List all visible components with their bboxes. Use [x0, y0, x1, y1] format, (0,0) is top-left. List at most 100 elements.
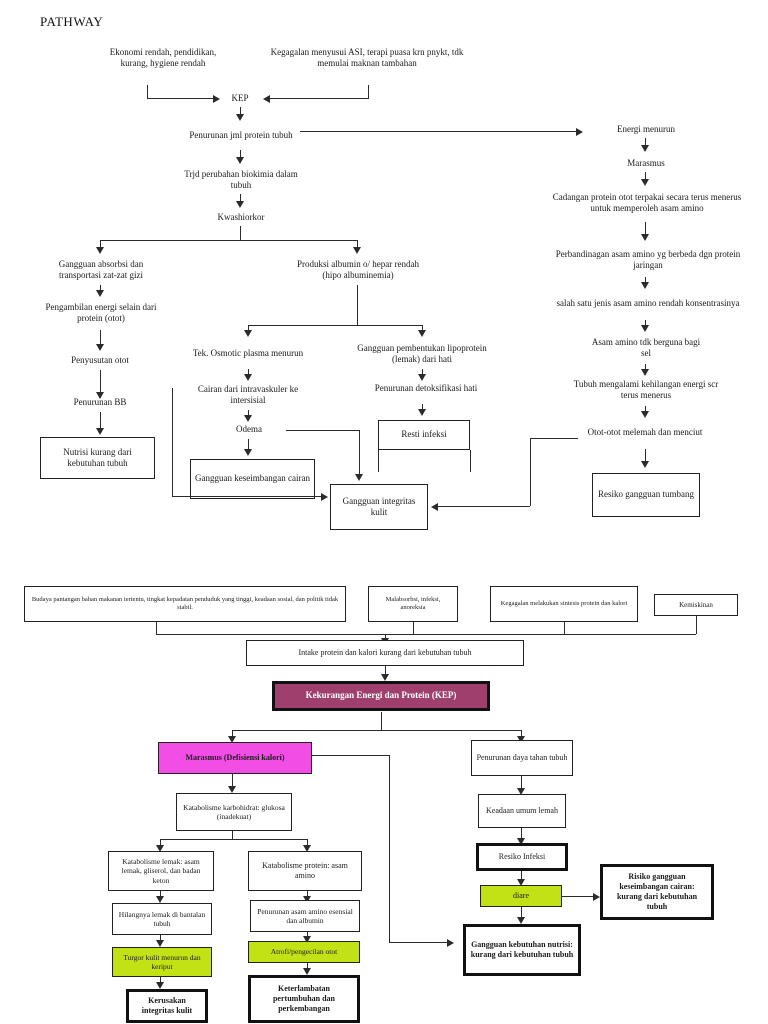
connector-salahsatu-down	[645, 320, 646, 328]
connector-energi-down	[645, 138, 646, 148]
node-resti-infeksi: Resti infeksi	[378, 420, 470, 450]
node-budaya-pantangan: Budaya pantangan bahan makanan tertentu,…	[24, 586, 346, 622]
node-asam-amino-tdk-berguna: Asam amino tdk berguna bagi sel	[591, 336, 701, 358]
connector-daya-tahan-down	[521, 776, 522, 792]
connector-asi-horiz	[270, 98, 368, 99]
connector-albumin-right-down	[422, 325, 423, 333]
node-tek-osmotic-plasma: Tek. Osmotic plasma menurun	[192, 348, 304, 359]
arrowhead-kulit-from-left	[321, 493, 328, 501]
connector-odema-right	[286, 430, 360, 431]
page-title: PATHWAY	[40, 14, 104, 29]
arrowhead-produksi-albumin	[353, 247, 361, 254]
arrowhead-hilangnya-lemak	[156, 896, 164, 903]
node-penurunan-asam-amino: Penurunan asam amino esensial dan albumi…	[250, 900, 360, 932]
connector-karbo-left	[160, 839, 161, 847]
arrowhead-kep-bottom	[381, 674, 389, 681]
connector-budaya-down	[156, 622, 157, 634]
connector-intake-down	[385, 666, 386, 678]
node-gangguan-integritas-kulit: Gangguan integritas kulit	[330, 484, 428, 530]
connector-left-bracket-horiz	[172, 496, 322, 497]
node-gangguan-keseimbangan-cairan: Gangguan keseimbangan cairan	[190, 459, 315, 499]
arrowhead-salah-satu-jenis	[641, 282, 649, 289]
arrowhead-keadaan-umum	[517, 788, 525, 795]
connector-otot-left	[530, 438, 578, 439]
connector-ekonomi-horiz	[147, 98, 217, 99]
arrowhead-resiko-tumbang	[641, 461, 649, 468]
arrowhead-katabolisme-karbo	[228, 786, 236, 793]
connector-otot-down	[645, 449, 646, 463]
connector-cadangan-down	[645, 222, 646, 236]
connector-protein-down-2	[307, 891, 308, 899]
connector-left-bracket-vert	[172, 388, 173, 496]
node-marasmus-top: Marasmus	[627, 158, 665, 169]
arrowhead-gangguan-lipoprotein	[418, 330, 426, 337]
connector-odema-to-kulit-vert	[359, 430, 360, 476]
connector-sintesis-down	[564, 622, 565, 634]
connector-kwashiorkor-left-down	[100, 240, 101, 250]
arrowhead-resti-infeksi	[418, 409, 426, 416]
arrowhead-resiko-infeksi	[517, 838, 525, 845]
arrowhead-cadangan-protein	[641, 179, 649, 186]
connector-osmotic-down	[248, 369, 249, 377]
arrowhead-turgor-kulit	[156, 940, 164, 947]
node-kegagalan-sintesis: Kegagalan melakukan sintesis protein dan…	[490, 586, 638, 622]
connector-albumin-left-down	[248, 325, 249, 333]
node-hilangnya-lemak: Hilangnya lemak di bantalan tubuh	[112, 903, 212, 935]
arrowhead-penurunan-bb	[96, 392, 104, 399]
connector-kemiskinan-down	[696, 616, 697, 634]
connector-otot-left-vert	[530, 438, 531, 506]
arrowhead-perbandingan	[641, 234, 649, 241]
connector-resti-left-down	[378, 450, 379, 472]
node-odema: Odema	[236, 424, 262, 435]
connector-resiko-infeksi-down	[521, 871, 522, 883]
arrowhead-keterlambatan	[303, 968, 311, 975]
arrowhead-katabolisme-lemak	[156, 845, 164, 852]
connector-karbo-split	[160, 839, 308, 840]
node-penyusutan-otot: Penyusutan otot	[71, 355, 129, 366]
connector-kepbottom-split	[232, 730, 522, 731]
node-salah-satu-jenis-asam-amino: salah satu jenis asam amino rendah konse…	[556, 298, 740, 309]
node-produksi-albumin: Produksi albumin o/ hepar rendah (hipo a…	[297, 258, 419, 280]
node-cairan-intravaskuler: Cairan dari intravaskuler ke intersisial	[197, 383, 299, 405]
connector-kwashiorkor-split	[100, 240, 358, 241]
connector-kehilangan-down	[645, 406, 646, 414]
node-kwashiorkor: Kwashiorkor	[217, 212, 265, 223]
connector-resti-right-down	[470, 450, 471, 472]
arrowhead-into-kep-right	[263, 95, 270, 103]
connector-pengambilan-down	[100, 330, 101, 346]
node-turgor-kulit: Turgor kulit menurun dan keriput	[112, 947, 212, 977]
arrowhead-kwashiorkor	[236, 201, 244, 208]
node-ekonomi-rendah: Ekonomi rendah, pendidikan, kurang, hygi…	[109, 46, 217, 68]
connector-atrofi-down	[307, 963, 308, 971]
arrowhead-marasmus-bottom	[228, 736, 236, 743]
arrowhead-kulit-from-right	[431, 503, 438, 511]
node-kemiskinan: Kemiskinan	[654, 594, 738, 616]
node-tubuh-kehilangan-energi: Tubuh mengalami kehilangan energi scr te…	[573, 378, 719, 400]
node-cadangan-protein: Cadangan protein otot terpakai secara te…	[552, 191, 742, 213]
connector-odema-down	[248, 439, 249, 451]
arrowhead-trjd-biokimia	[236, 157, 244, 164]
arrowhead-pengambilan-energi	[96, 290, 104, 297]
arrowhead-nutrisi-from-marasmus	[447, 939, 454, 947]
connector-albumin-down	[357, 285, 358, 325]
node-katabolisme-lemak: Katabolisme lemak: asam lemak, gliserol,…	[108, 851, 214, 891]
node-gangguan-nutrisi: Gangguan kebutuhan nutrisi: kurang dari …	[463, 924, 581, 976]
node-kegagalan-asi: Kegagalan menyusui ASI, terapi puasa krn…	[270, 46, 464, 68]
arrowhead-kerusakan-kulit	[156, 982, 164, 989]
connector-karbo-down	[232, 831, 233, 839]
node-kep-bottom: Kekurangan Energi dan Protein (KEP)	[272, 681, 490, 711]
arrowhead-penyusutan-otot	[96, 344, 104, 351]
connector-asamamino-down	[645, 364, 646, 372]
arrowhead-gangguan-nutrisi	[517, 917, 525, 924]
arrowhead-tek-osmotic	[244, 330, 252, 337]
arrowhead-marasmus-top	[641, 145, 649, 152]
connector-karbo-right	[307, 839, 308, 847]
connector-marasmus-right	[312, 755, 390, 756]
arrowhead-tubuh-kehilangan	[641, 369, 649, 376]
connector-perbandingan-down	[645, 277, 646, 285]
connector-kep-down	[240, 107, 241, 117]
arrowhead-cairan-intravaskuler	[244, 374, 252, 381]
node-kerusakan-integritas-kulit: Kerusakan integritas kulit	[126, 989, 208, 1023]
connector-kwashiorkor-down	[240, 226, 241, 240]
node-keterlambatan-tumbang: Keterlambatan pertumbuhan dan perkembang…	[248, 975, 360, 1023]
